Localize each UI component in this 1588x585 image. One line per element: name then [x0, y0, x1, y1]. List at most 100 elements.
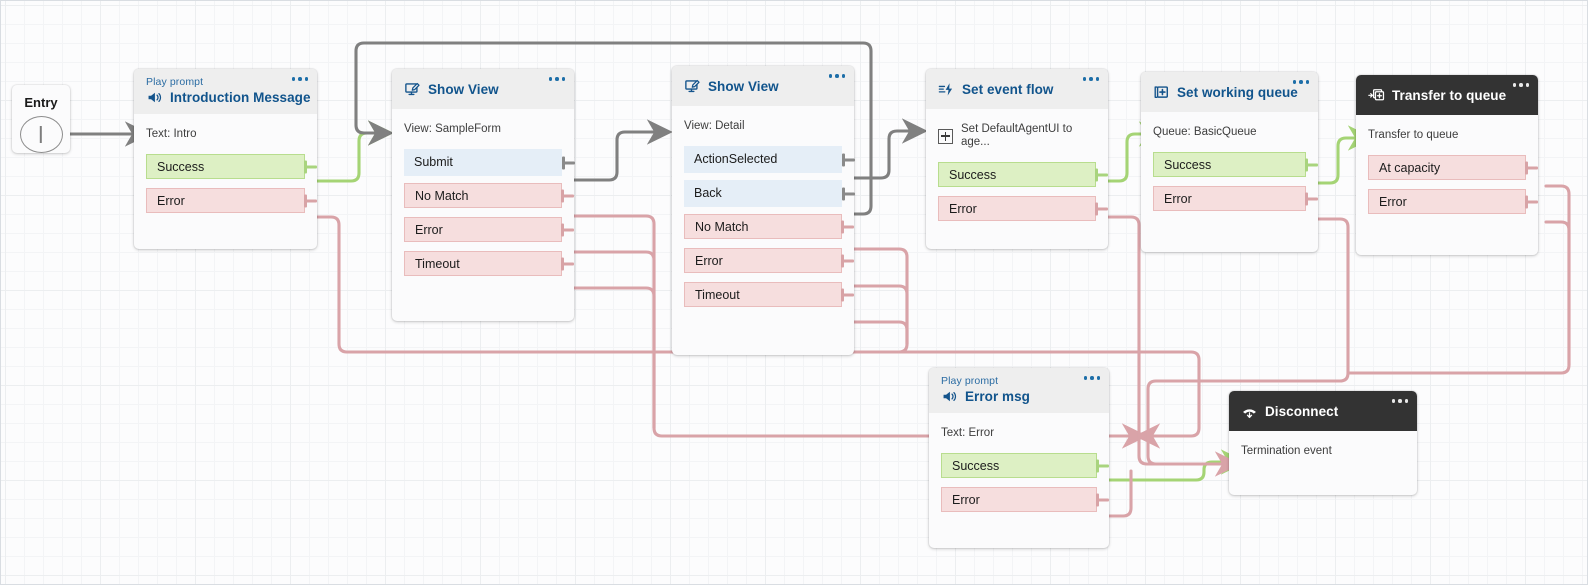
port-label: Error [157, 194, 185, 208]
node-header[interactable]: Set working queue [1141, 72, 1318, 112]
port-error[interactable]: Error [1153, 186, 1318, 211]
speaker-icon [943, 391, 957, 402]
node-header[interactable]: Transfer to queue [1356, 75, 1538, 115]
port-connector-knob[interactable] [1305, 158, 1318, 171]
node-subtext: Transfer to queue [1368, 129, 1459, 141]
port-connector-knob[interactable] [561, 189, 574, 202]
node-header[interactable]: Show View [672, 66, 854, 106]
event-flow-icon [938, 83, 953, 96]
port-connector-knob[interactable] [304, 160, 317, 173]
node-subtext: Text: Error [941, 427, 995, 439]
node-menu-icon[interactable] [1391, 399, 1408, 403]
port-connector-knob[interactable] [841, 254, 854, 267]
port-label: Error [695, 254, 723, 268]
node-transfer-to-queue[interactable]: Transfer to queue Transfer to queue At c… [1356, 75, 1538, 255]
entry-label: Entry [24, 95, 58, 110]
queue-plus-icon [1154, 86, 1169, 98]
port-timeout[interactable]: Timeout [404, 251, 574, 276]
port-label: Error [415, 223, 443, 237]
port-label: Back [694, 186, 722, 200]
node-header[interactable]: Play prompt Introduction Message [134, 69, 317, 114]
port-at-capacity[interactable]: At capacity [1368, 155, 1538, 180]
port-label: Submit [414, 155, 453, 169]
port-error[interactable]: Error [404, 217, 574, 242]
port-label: Error [1164, 192, 1192, 206]
port-connector-knob[interactable] [1525, 195, 1538, 208]
port-label: ActionSelected [694, 152, 778, 166]
node-menu-icon[interactable] [548, 77, 565, 81]
node-title: Set working queue [1177, 85, 1298, 100]
port-connector-knob[interactable] [841, 220, 854, 233]
node-introduction-message[interactable]: Play prompt Introduction Message Text: I… [134, 69, 317, 249]
port-label: Timeout [415, 257, 460, 271]
port-no-match[interactable]: No Match [684, 214, 854, 239]
port-label: Error [1379, 195, 1407, 209]
port-connector-knob[interactable] [842, 153, 855, 166]
port-connector-knob[interactable] [1096, 493, 1109, 506]
port-error[interactable]: Error [146, 188, 317, 213]
port-connector-knob[interactable] [304, 194, 317, 207]
port-label: Timeout [695, 288, 740, 302]
node-subtext: Termination event [1241, 445, 1332, 457]
monitor-edit-icon [685, 79, 700, 93]
port-error[interactable]: Error [1368, 189, 1538, 214]
node-menu-icon[interactable] [1292, 80, 1309, 84]
node-error-msg[interactable]: Play prompt Error msg Text: Error Succes… [929, 368, 1109, 548]
port-success[interactable]: Success [941, 453, 1109, 478]
node-kicker: Play prompt [941, 375, 999, 387]
port-error[interactable]: Error [684, 248, 854, 273]
node-title: Transfer to queue [1392, 88, 1507, 103]
node-menu-icon[interactable] [828, 74, 845, 78]
port-connector-knob[interactable] [561, 257, 574, 270]
port-connector-knob[interactable] [1096, 459, 1109, 472]
port-connector-knob[interactable] [561, 223, 574, 236]
port-success[interactable]: Success [1153, 152, 1318, 177]
port-label: At capacity [1379, 161, 1441, 175]
node-subtext: Queue: BasicQueue [1153, 126, 1257, 138]
entry-circle-icon [19, 116, 63, 153]
node-disconnect[interactable]: Disconnect Termination event [1229, 391, 1417, 495]
port-error[interactable]: Error [941, 487, 1109, 512]
port-error[interactable]: Error [938, 196, 1108, 221]
port-success[interactable]: Success [938, 162, 1108, 187]
node-header[interactable]: Play prompt Error msg [929, 368, 1109, 413]
node-menu-icon[interactable] [1083, 376, 1100, 380]
transfer-queue-icon [1368, 89, 1385, 101]
port-timeout[interactable]: Timeout [684, 282, 854, 307]
node-header[interactable]: Show View [392, 69, 574, 109]
port-success[interactable]: Success [146, 154, 317, 179]
node-header[interactable]: Disconnect [1229, 391, 1417, 431]
node-set-working-queue[interactable]: Set working queue Queue: BasicQueue Succ… [1141, 72, 1318, 252]
port-connector-knob[interactable] [1095, 202, 1108, 215]
node-kicker: Play prompt [146, 76, 204, 88]
port-connector-knob[interactable] [1305, 192, 1318, 205]
node-header[interactable]: Set event flow [926, 69, 1108, 109]
port-label: No Match [695, 220, 749, 234]
port-no-match[interactable]: No Match [404, 183, 574, 208]
port-connector-knob[interactable] [562, 156, 575, 169]
node-menu-icon[interactable] [1512, 83, 1529, 87]
node-title: Set event flow [962, 82, 1054, 97]
port-connector-knob[interactable] [1095, 168, 1108, 181]
node-show-view-sampleform[interactable]: Show View View: SampleForm Submit No Mat… [392, 69, 575, 321]
port-action-selected[interactable]: ActionSelected [684, 146, 855, 173]
port-back[interactable]: Back [684, 180, 855, 207]
monitor-edit-icon [405, 82, 420, 96]
node-subtext: View: Detail [684, 120, 745, 132]
entry-node[interactable]: Entry [12, 85, 70, 153]
plus-box-icon [938, 128, 953, 144]
port-connector-knob[interactable] [842, 187, 855, 200]
node-title: Show View [708, 79, 779, 94]
node-menu-icon[interactable] [291, 77, 308, 81]
port-label: Success [1164, 158, 1212, 172]
node-title: Disconnect [1265, 404, 1339, 419]
port-connector-knob[interactable] [841, 288, 854, 301]
node-show-view-detail[interactable]: Show View View: Detail ActionSelected Ba… [672, 66, 855, 355]
port-label: Success [952, 459, 1000, 473]
node-menu-icon[interactable] [1082, 77, 1099, 81]
port-connector-knob[interactable] [1525, 161, 1538, 174]
port-label: No Match [415, 189, 469, 203]
port-submit[interactable]: Submit [404, 149, 575, 176]
node-set-event-flow[interactable]: Set event flow Set DefaultAgentUI to age… [926, 69, 1108, 249]
